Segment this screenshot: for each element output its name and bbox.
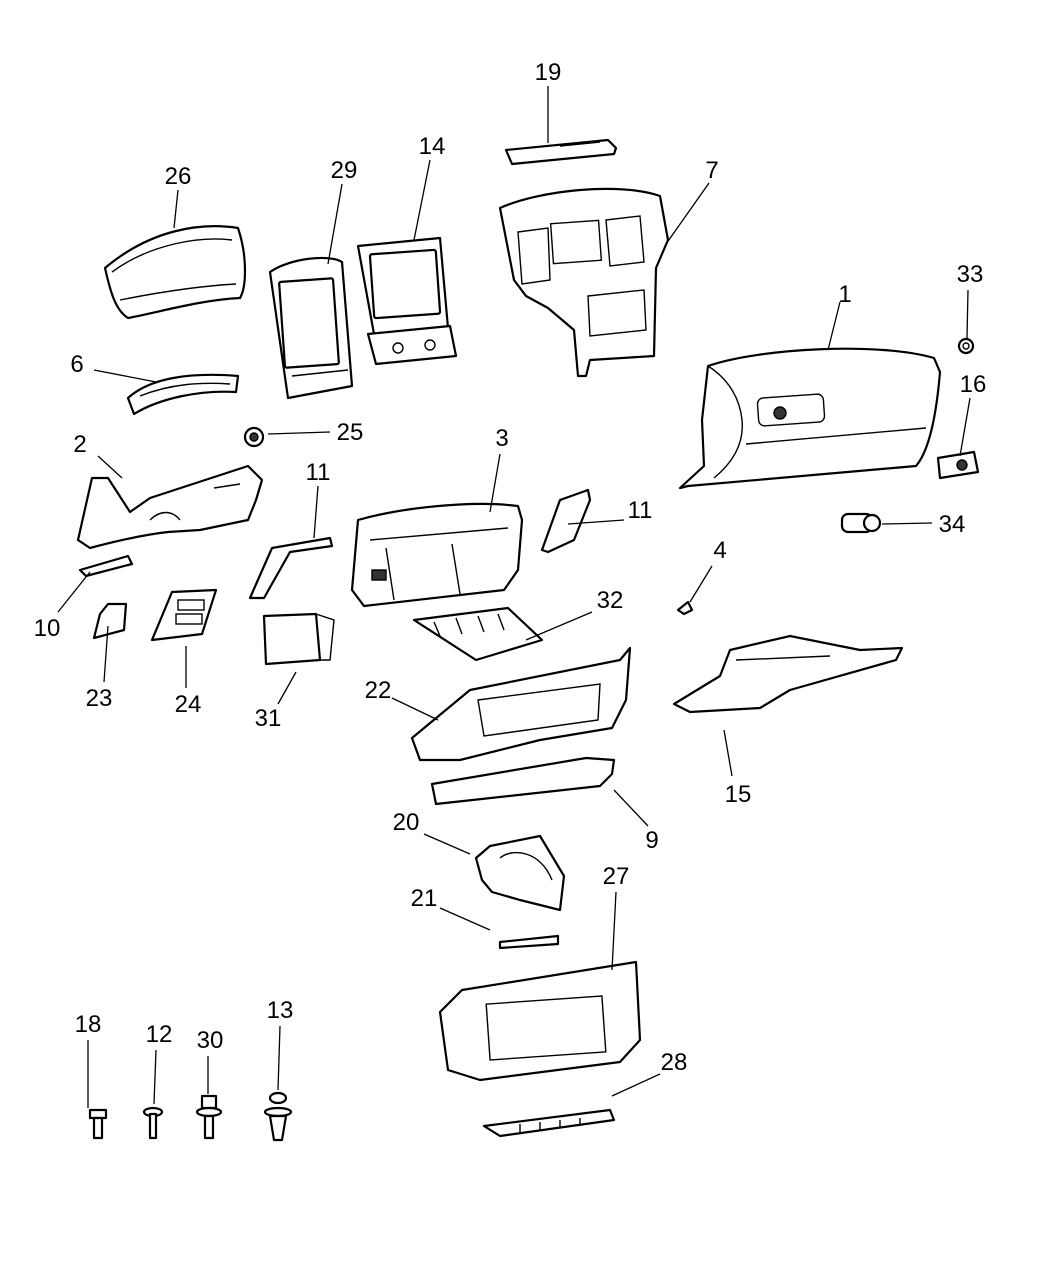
callout-11-right: 11 xyxy=(628,497,653,524)
callout-28: 28 xyxy=(661,1049,688,1076)
part-cluster-bezel xyxy=(103,225,247,320)
part-mounting-bracket xyxy=(438,960,642,1082)
callout-22: 22 xyxy=(365,677,392,704)
callout-16: 16 xyxy=(960,371,987,398)
part-clip-4 xyxy=(676,600,694,616)
part-fastener-30 xyxy=(195,1094,223,1140)
part-nut xyxy=(957,337,975,355)
callout-10: 10 xyxy=(34,615,61,642)
part-top-switch-bezel xyxy=(504,138,618,166)
part-center-stack-housing xyxy=(350,502,524,608)
part-switch-bezel-23 xyxy=(92,602,128,640)
part-radio-unit xyxy=(356,236,458,366)
callout-20: 20 xyxy=(393,809,420,836)
callout-23: 23 xyxy=(86,685,113,712)
part-fastener-12 xyxy=(142,1106,164,1140)
part-center-bezel xyxy=(498,187,670,378)
leader-lines xyxy=(57,86,971,1108)
callout-4: 4 xyxy=(713,537,726,564)
callout-24: 24 xyxy=(175,691,202,718)
callout-32: 32 xyxy=(597,587,624,614)
callout-31: 31 xyxy=(255,705,282,732)
part-side-trim-right xyxy=(540,488,592,554)
callout-12: 12 xyxy=(146,1021,173,1048)
part-side-trim-left xyxy=(248,536,334,600)
callout-33: 33 xyxy=(957,261,984,288)
part-round-switch xyxy=(243,426,265,448)
callout-34: 34 xyxy=(939,511,966,538)
part-radio-bezel xyxy=(268,256,354,400)
part-storage-bin xyxy=(412,606,544,662)
callout-15: 15 xyxy=(725,781,752,808)
callout-3: 3 xyxy=(495,425,508,452)
part-switch-panel-24 xyxy=(150,588,218,642)
part-plate-21 xyxy=(498,934,560,950)
part-right-lower-panel xyxy=(672,634,904,714)
callout-13: 13 xyxy=(267,997,294,1024)
part-lower-bezel-28 xyxy=(482,1108,616,1138)
part-power-outlet xyxy=(840,512,882,534)
part-cluster-trim-strip xyxy=(126,373,240,416)
callout-19: 19 xyxy=(535,59,562,86)
part-lower-center-bezel xyxy=(410,646,632,762)
callout-27: 27 xyxy=(603,863,630,890)
part-fastener-13 xyxy=(263,1091,293,1142)
part-lower-trim-strip xyxy=(430,756,616,806)
callout-25: 25 xyxy=(337,419,364,446)
callout-14: 14 xyxy=(419,133,446,160)
part-vent-20 xyxy=(474,834,566,912)
callout-2: 2 xyxy=(73,431,86,458)
part-fastener-18 xyxy=(88,1108,108,1140)
callout-7: 7 xyxy=(705,157,718,184)
part-small-trim-10 xyxy=(78,554,134,578)
part-bracket-31 xyxy=(262,612,335,666)
part-glove-box xyxy=(678,347,942,490)
callout-11-left: 11 xyxy=(306,459,331,486)
callout-1: 1 xyxy=(838,281,851,308)
callout-29: 29 xyxy=(331,157,358,184)
part-glove-box-latch xyxy=(936,450,980,480)
callout-6: 6 xyxy=(70,351,83,378)
callout-9: 9 xyxy=(645,827,658,854)
callout-26: 26 xyxy=(165,163,192,190)
callout-18: 18 xyxy=(75,1011,102,1038)
callout-21: 21 xyxy=(411,885,438,912)
part-lower-left-panel xyxy=(76,464,264,550)
callout-30: 30 xyxy=(197,1027,224,1054)
